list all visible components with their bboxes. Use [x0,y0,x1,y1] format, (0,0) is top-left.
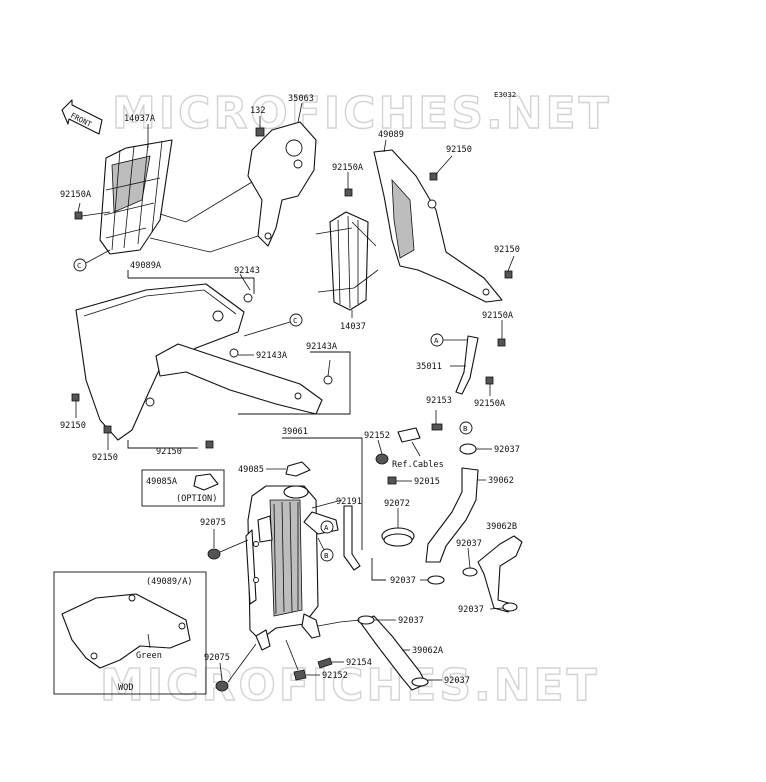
label-92150-top: 92150 [446,145,472,155]
label-92150A-top: 92150A [332,163,364,173]
label-35063: 35063 [288,94,314,104]
callout-c-mid [289,313,303,327]
label-92150-l1: 92150 [60,421,86,431]
callout-c-mid-text: C [293,316,297,325]
callout-a-radiator-text: A [324,523,329,532]
label-92153: 92153 [426,396,452,406]
label-92150-l2: 92150 [156,447,182,457]
callout-b-hose [459,421,473,435]
label-92150A-low: 92150A [474,399,506,409]
label-92143-a: 92143 [234,266,260,276]
radiator-39061 [245,485,339,651]
label-92152-top: 92152 [364,431,390,441]
label-39062A: 39062A [412,646,444,656]
hose-39062B [477,535,523,613]
label-92037-a: 92037 [494,445,520,455]
watermark-bottom: MICROFICHES.NET [100,660,600,711]
label-92154: 92154 [346,658,372,668]
bolt-132 [255,127,265,137]
label-92037-e: 92037 [398,616,424,626]
watermark-top: MICROFICHES.NET [112,88,612,139]
diagram-code: E3032 [494,90,516,99]
callout-c-left-text: C [77,261,81,270]
inset-shroud-green [61,593,191,669]
radiator-louver-center [315,211,379,311]
label-92150-l3: 92150 [92,453,118,463]
green-note: Green [136,651,162,661]
hose-39062 [425,467,479,563]
label-49085A: 49085A [146,477,178,487]
label-92152-low: 92152 [322,671,348,681]
label-49089A: 49089A [130,261,162,271]
callout-c-left [73,258,87,272]
label-35011: 35011 [416,362,442,372]
label-14037A: 14037A [124,114,156,124]
radiator-louver-left [99,139,173,255]
label-92191: 92191 [336,497,362,507]
inset-box [53,571,207,695]
callout-a-radiator [320,520,334,534]
callout-b-radiator [320,548,334,562]
label-92037-c: 92037 [458,605,484,615]
option-note: (OPTION) [176,494,217,504]
side-panel-49089A [75,283,323,441]
label-92075-a: 92075 [200,518,226,528]
label-49089: 49089 [378,130,404,140]
label-92150A-right: 92150A [482,311,514,321]
label-92150A-left: 92150A [60,190,92,200]
inset-title: (49089/A) [146,577,193,587]
label-49085: 49085 [238,465,264,475]
callout-b-radiator-text: B [324,551,329,560]
label-92037-f: 92037 [444,676,470,686]
bracket-35063 [247,121,317,247]
label-132: 132 [250,106,266,116]
label-92037-d: 92037 [390,576,416,586]
label-92015: 92015 [414,477,440,487]
label-92143A: 92143A [256,351,288,361]
label-39062B: 39062B [486,522,517,532]
label-14037: 14037 [340,322,366,332]
label-92072: 92072 [384,499,410,509]
label-39062: 39062 [488,476,514,486]
callout-a-bracket-text: A [434,336,439,345]
label-92143A-b: 92143A [306,342,338,352]
front-arrow-icon: FRONT [61,99,103,135]
radiator-shroud-right [373,149,503,303]
wod-note: WOD [118,683,134,693]
ref-cables-note: Ref.Cables [392,460,444,470]
label-92037-b: 92037 [456,539,482,549]
label-92150-right: 92150 [494,245,520,255]
callout-b-hose-text: B [463,424,468,433]
label-92075-b: 92075 [204,653,230,663]
label-39061: 39061 [282,427,308,437]
